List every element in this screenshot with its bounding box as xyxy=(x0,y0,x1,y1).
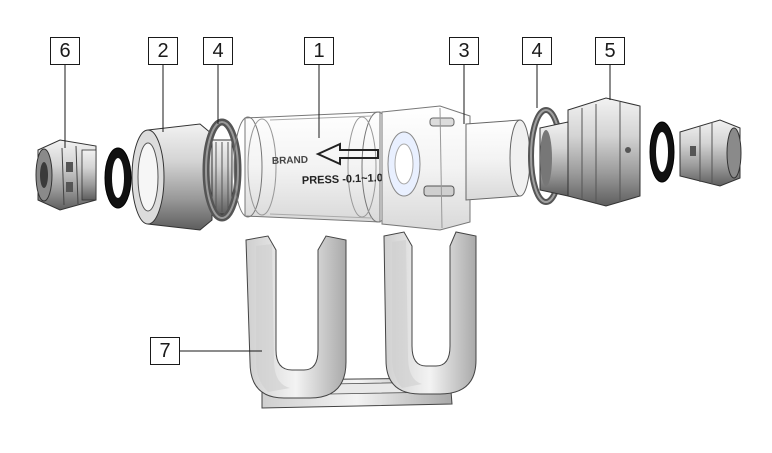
part-3-filter-cartridge xyxy=(465,119,531,201)
part-2-nut xyxy=(131,123,233,231)
seal-ring-left xyxy=(104,147,132,209)
callout-2: 2 xyxy=(148,37,178,65)
part-7-mounting-clip xyxy=(245,231,477,409)
part-5-right-nut xyxy=(539,97,641,207)
callout-4-left: 4 xyxy=(203,37,233,65)
callout-6: 6 xyxy=(50,37,80,65)
callout-4-right: 4 xyxy=(522,37,552,65)
callout-3: 3 xyxy=(449,37,479,65)
callout-1: 1 xyxy=(304,37,334,65)
part-6-left-connector xyxy=(35,139,97,211)
callout-7: 7 xyxy=(150,337,180,365)
seal-ring-right xyxy=(649,121,675,183)
leader-lines xyxy=(64,64,611,352)
body-brand-text: BRAND xyxy=(272,155,308,167)
callout-5: 5 xyxy=(595,37,625,65)
body-pressure-text: PRESS -0.1~1.0MPa xyxy=(302,171,407,187)
part-right-connector xyxy=(679,119,742,187)
part-4-o-ring-left xyxy=(202,118,242,222)
part-1-transparent-body: BRAND PRESS -0.1~1.0MPa xyxy=(233,105,471,231)
